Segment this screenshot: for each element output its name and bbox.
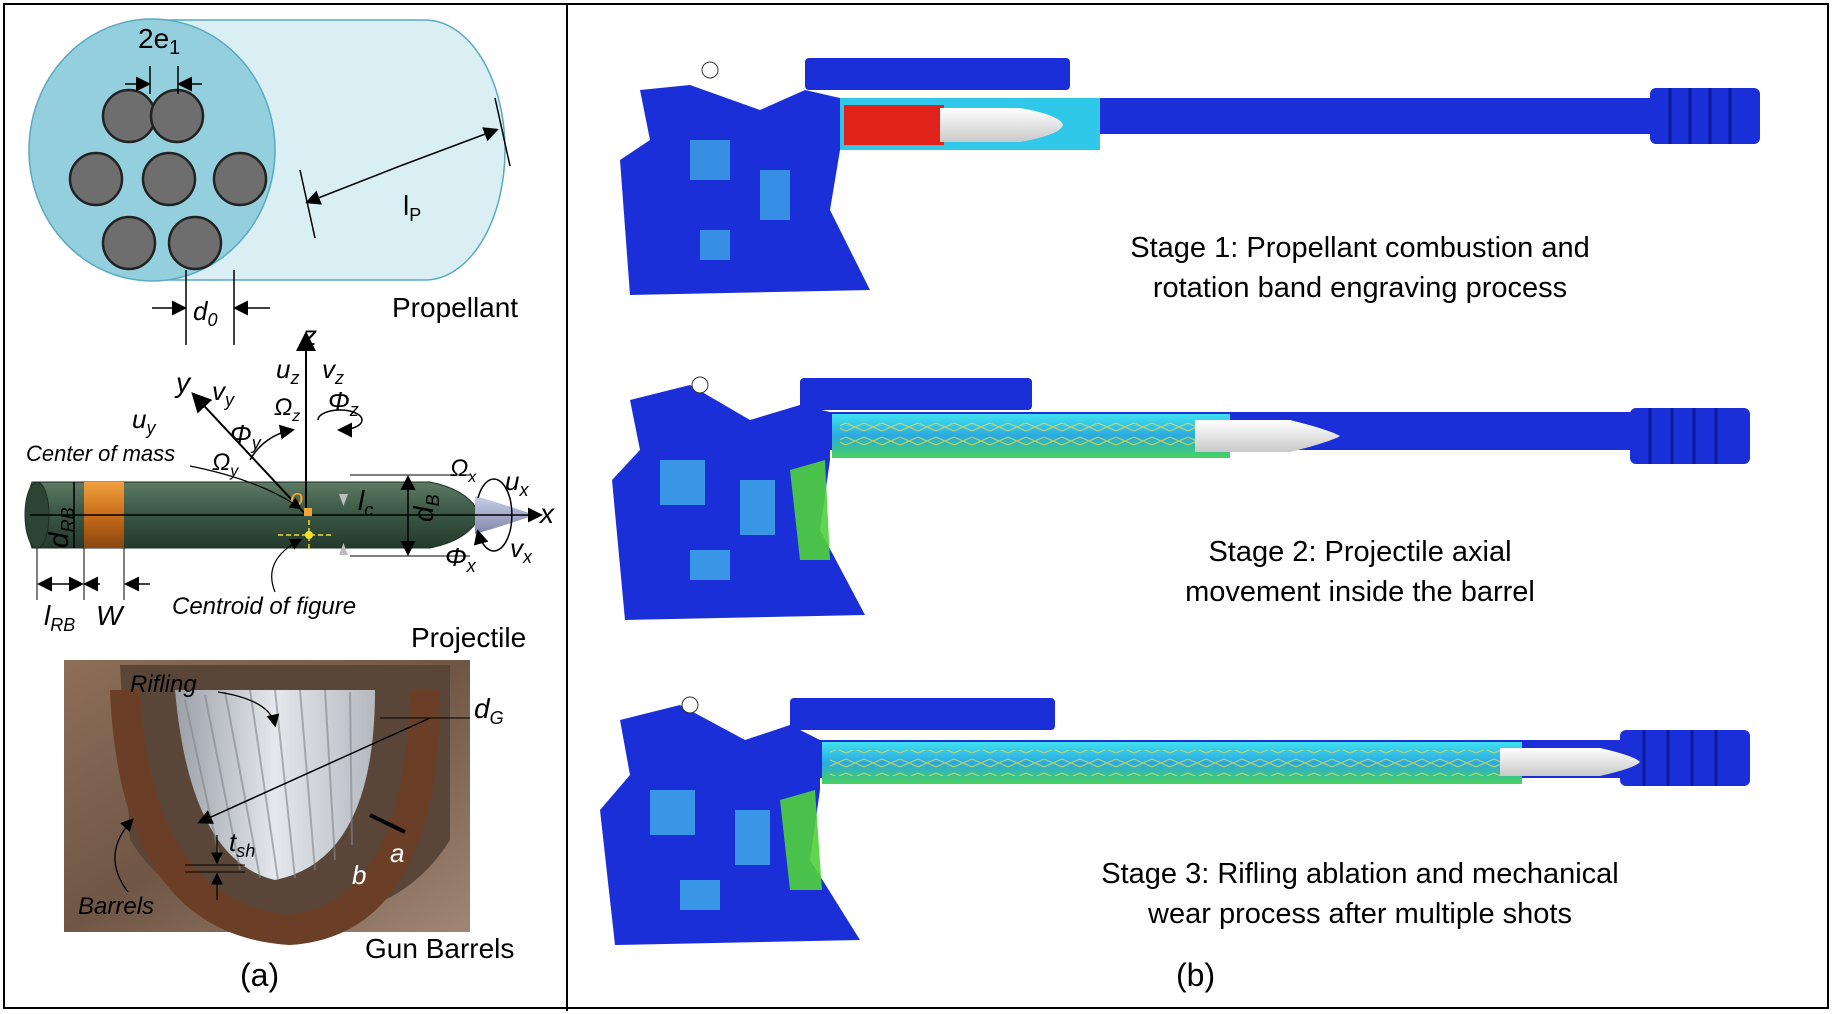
gun-barrel-photo bbox=[64, 660, 470, 945]
axis-x-label: x bbox=[538, 498, 555, 529]
perforation-hole bbox=[141, 151, 197, 207]
propellant-face bbox=[28, 18, 276, 282]
propellant-title: Propellant bbox=[392, 292, 518, 323]
stage-2-caption: Stage 2: Projectile axial movement insid… bbox=[1000, 532, 1720, 612]
omega-x-label: Ωx bbox=[450, 455, 477, 486]
dim-lRB-W: lRB W bbox=[36, 548, 150, 635]
perforation-hole bbox=[167, 215, 223, 271]
stage-3-line-1: Stage 3: Rifling ablation and mechanical bbox=[1101, 858, 1619, 890]
origin-label: o bbox=[290, 485, 303, 512]
dim-a-label: a bbox=[390, 838, 404, 868]
dim-dB: dB bbox=[350, 474, 470, 557]
panel-a-caption: (a) bbox=[240, 957, 280, 993]
dim-lp: lP bbox=[299, 97, 511, 239]
svg-text:d0: d0 bbox=[193, 296, 217, 330]
gun-barrels-title: Gun Barrels bbox=[365, 933, 514, 964]
omega-y-label: Ωy bbox=[212, 449, 239, 480]
svg-text:tsh: tsh bbox=[229, 827, 255, 861]
fea-gun-stage-2 bbox=[612, 376, 1750, 620]
projectile-title: Projectile bbox=[411, 622, 526, 653]
fea-gun-stage-3 bbox=[600, 696, 1750, 945]
barrels-leader bbox=[114, 818, 134, 893]
center-of-mass-marker bbox=[304, 508, 312, 516]
uz-label: uz bbox=[276, 354, 299, 388]
stage-1-line-1: Stage 1: Propellant combustion and bbox=[1130, 232, 1590, 264]
phi-x-label: Φx bbox=[445, 542, 477, 576]
dim-d0: d0 bbox=[152, 270, 270, 345]
axis-y-label: y bbox=[174, 367, 192, 398]
barrels-label: Barrels bbox=[78, 893, 154, 920]
centroid-marker bbox=[278, 520, 332, 550]
svg-text:lRB: lRB bbox=[44, 600, 75, 635]
perforation-hole bbox=[101, 215, 157, 271]
center-of-mass-label: Center of mass bbox=[26, 441, 175, 466]
svg-text:lP: lP bbox=[403, 190, 421, 225]
rifling-leader bbox=[217, 691, 280, 728]
stage-3-line-2: wear process after multiple shots bbox=[1148, 898, 1572, 930]
svg-text:dRB: dRB bbox=[43, 507, 78, 548]
perforation-hole bbox=[101, 88, 157, 144]
stage-1-line-2: rotation band engraving process bbox=[1152, 272, 1568, 304]
perforation-hole bbox=[68, 151, 124, 207]
rifling-label: Rifling bbox=[130, 671, 197, 698]
fea-gun-stage-1 bbox=[620, 58, 1760, 295]
center-of-mass-leader bbox=[189, 465, 302, 510]
stage-3-caption: Stage 3: Rifling ablation and mechanical… bbox=[1000, 854, 1720, 934]
perforation-hole bbox=[212, 151, 268, 207]
omega-z-label: Ωz bbox=[274, 394, 300, 425]
dim-dG: dG bbox=[197, 693, 504, 824]
propellant-grain bbox=[28, 18, 506, 282]
vz-label: vz bbox=[322, 354, 344, 388]
stage-2-line-1: Stage 2: Projectile axial bbox=[1208, 536, 1512, 568]
svg-text:2e1: 2e1 bbox=[138, 23, 180, 59]
svg-text:dG: dG bbox=[474, 693, 504, 728]
uy-label: uy bbox=[132, 404, 156, 438]
dim-lc: lc bbox=[339, 485, 373, 555]
vx-label: vx bbox=[510, 533, 533, 567]
ux-label: ux bbox=[505, 466, 529, 500]
svg-text:W: W bbox=[96, 600, 125, 631]
svg-text:dB: dB bbox=[408, 494, 443, 522]
axis-z-label: z bbox=[302, 320, 317, 351]
dim-a-bar bbox=[369, 813, 406, 834]
dim-2e1: 2e1 bbox=[125, 23, 202, 94]
panel-divider bbox=[566, 3, 568, 1011]
stage-1-caption: Stage 1: Propellant combustion and rotat… bbox=[1000, 228, 1720, 308]
dim-dRB: dRB bbox=[43, 482, 78, 548]
centroid-leader bbox=[271, 538, 303, 593]
dim-b-label: b bbox=[352, 860, 366, 890]
vy-label: vy bbox=[212, 376, 235, 410]
phi-z-label: Φz bbox=[328, 386, 359, 420]
projectile-axes bbox=[30, 331, 543, 552]
phi-y-label: Φy bbox=[230, 419, 262, 453]
centroid-label: Centroid of figure bbox=[172, 593, 356, 620]
panel-b-caption: (b) bbox=[1176, 957, 1216, 993]
figure-frame bbox=[3, 3, 1829, 1009]
perforation-hole bbox=[149, 88, 205, 144]
stage-2-line-2: movement inside the barrel bbox=[1185, 576, 1535, 608]
svg-text:lc: lc bbox=[358, 485, 373, 520]
dim-tsh: tsh bbox=[185, 827, 255, 900]
